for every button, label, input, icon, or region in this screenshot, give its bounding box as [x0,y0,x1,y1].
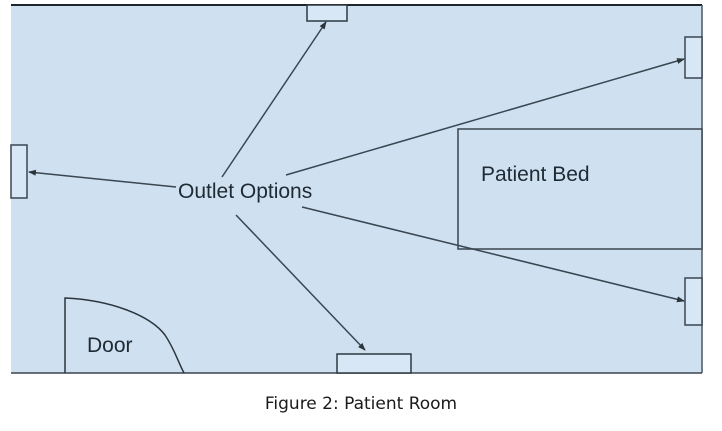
arrow-to-outlet-right-upper [285,58,685,176]
outlet-bottom [336,353,412,374]
patient-bed-label: Patient Bed [481,163,590,186]
arrow-to-outlet-right-lower [301,206,685,303]
outlet-right-upper [684,36,703,79]
door-label: Door [87,334,133,357]
outlet-left [10,144,28,199]
outlet-top [306,4,348,22]
patient-bed [457,128,703,250]
outlet-right-lower [684,277,703,326]
outlet-options-label: Outlet Options [178,180,312,203]
door-swing [64,297,185,374]
figure-caption: Figure 2: Patient Room [264,394,458,414]
arrow-to-outlet-left [28,169,177,188]
arrow-to-outlet-bottom [235,214,366,351]
arrow-to-outlet-top [221,21,327,178]
